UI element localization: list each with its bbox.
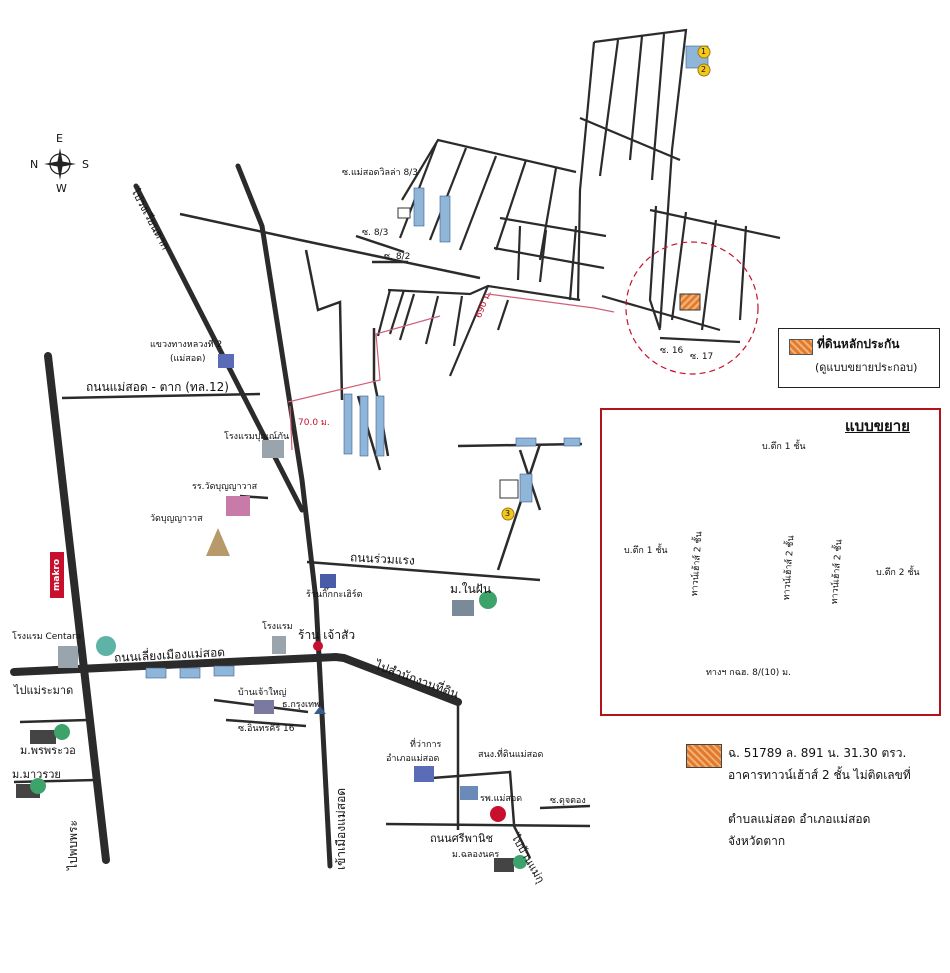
tree-icon	[479, 591, 497, 609]
tree-icon-4	[513, 855, 527, 869]
distance-lines	[287, 293, 615, 451]
label-highway-office-sub: (แม่สอด)	[170, 354, 206, 364]
inset-title: แบบขยาย	[845, 417, 910, 435]
inset-left-label: บ.ตึก 1 ชั้น	[624, 546, 668, 556]
legend-box: ที่ดินหลักประกัน (ดูแบบขยายประกอบ)	[778, 328, 940, 388]
road-bypass	[10, 652, 462, 706]
marker-2: 2	[701, 65, 707, 74]
label-soi-dutong: ซ.ดุจตอง	[550, 796, 586, 806]
label-soi-16: ซ. 16	[660, 346, 684, 356]
label-hotel-centara: โรงแรม Centara	[12, 632, 82, 642]
subject-radius-circle	[625, 241, 759, 375]
label-highway-12: ถนนแม่สอด - ตาก (ทล.12)	[86, 380, 229, 394]
marker-3: 3	[505, 509, 511, 518]
road-into-mae-sot	[235, 163, 333, 869]
deed-location-2: จังหวัดตาก	[728, 834, 786, 848]
village-phrap-icon	[30, 730, 56, 744]
temple-icon	[206, 528, 230, 556]
label-into-mae-sot: เข้าเมืองแม่สอด	[334, 787, 348, 870]
label-village-chalong: ม.ฉลองนคร	[452, 850, 500, 860]
label-soi-17: ซ. 17	[690, 352, 714, 362]
compass-east-label: E	[56, 132, 63, 145]
label-to-mae-ramat: ไปแม่ระมาด	[14, 684, 74, 697]
chasua-pin-icon	[313, 641, 323, 651]
hospital-building-icon	[460, 786, 478, 800]
label-soi-8-2: ซ. 8/2	[384, 252, 411, 262]
deed-line-1: ฉ. 51789 ล. 891 น. 31.30 ตรว.	[728, 746, 907, 760]
label-soi-inthara: ซ.อินทรคีรี 16	[238, 724, 295, 734]
hotel-icon	[272, 636, 286, 654]
label-school: รร.วัดบุญญาวาส	[192, 482, 258, 492]
makro-logo: makro	[50, 552, 64, 598]
legend-see-detail: (ดูแบบขยายประกอบ)	[815, 361, 918, 374]
legend-collateral: ที่ดินหลักประกัน	[817, 337, 900, 351]
label-ban-jaoyai: บ้านเจ้าใหญ่	[238, 688, 287, 698]
label-village-maew: ม.มาวรวย	[12, 768, 61, 781]
major-roads	[10, 163, 462, 869]
inset-access-path: ทางฯ กฉฮ. 8/(10) ม.	[706, 668, 791, 678]
inset-right-label: บ.ตึก 2 ชั้น	[876, 568, 920, 578]
district-office-icon	[414, 766, 434, 782]
shop-icon	[320, 574, 336, 588]
label-soi-villa: ซ.แม่สอดวิลล่า 8/3	[342, 168, 418, 178]
label-temple: วัดบุญญาวาส	[150, 514, 203, 524]
tree-icon-3	[30, 778, 46, 794]
label-shop-ket: ร้านกิ๊กกะเฮิร์ต	[306, 590, 363, 600]
label-village-phrap: ม.พรพระวอ	[20, 744, 76, 757]
tree-icon-2	[54, 724, 70, 740]
collateral-parcel	[679, 293, 701, 311]
numbered-markers	[501, 45, 711, 521]
compass-north-label: N	[30, 158, 39, 171]
legend-swatch	[789, 339, 813, 355]
inset-unit-a: ทาวน์เฮ้าส์ 2 ชั้น	[690, 531, 705, 597]
compass-rose	[44, 148, 76, 180]
label-land-office-branch: สนง.ที่ดินแม่สอด	[478, 750, 544, 760]
label-to-phop-phra: ไปพบพระ	[66, 820, 80, 870]
school-icon	[226, 496, 250, 516]
bank-icon	[314, 706, 326, 714]
label-sriphanit: ถนนศรีพานิช	[430, 832, 494, 845]
compass-west-label: W	[56, 182, 67, 195]
highway-office-icon	[218, 354, 234, 368]
ban-jaoyai-icon	[254, 700, 274, 714]
deed-location-1: ตำบลแม่สอด อำเภอแม่สอด	[728, 812, 871, 826]
label-hospital: รพ.แม่สอด	[480, 794, 523, 804]
compass-south-label: S	[82, 158, 89, 171]
inset-unit-b: ทาวน์เฮ้าส์ 2 ชั้น	[782, 535, 797, 601]
deed-swatch	[686, 744, 722, 768]
centara-icon	[58, 646, 78, 668]
landmark-icons	[16, 207, 527, 872]
label-shop-chasua: ร้าน เจ้าสัว	[298, 628, 356, 642]
deed-line-2: อาคารทาวน์เฮ้าส์ 2 ชั้น ไม่ติดเลขที่	[728, 768, 911, 782]
inset-unit-c: ทาวน์เฮ้าส์ 2 ชั้น	[830, 539, 845, 605]
distance-label-70: 70.0 ม.	[298, 418, 330, 428]
centara-logo-icon	[96, 636, 116, 656]
village-chalong-icon	[494, 858, 514, 872]
marker-1: 1	[701, 47, 707, 56]
label-village-naifon: ม.ในฝัน	[450, 582, 492, 596]
label-district-office-2: อำเภอแม่สอด	[386, 754, 440, 764]
label-bank: ธ.กรุงเทพ	[282, 700, 320, 710]
label-hotel: โรงแรม	[262, 622, 293, 632]
inset-top-label: บ.ตึก 1 ชั้น	[762, 442, 806, 452]
village-naifon-icon	[452, 600, 474, 616]
label-highway-office: แขวงทางหลวงที่ 2	[150, 340, 223, 350]
label-soi-8-3: ซ. 8/3	[362, 228, 389, 238]
subdivision-grid	[376, 28, 781, 377]
inset-detail: แบบขยาย บ.ตึก 1 ชั้น บ.ตึก 1 ชั้น บ.ตึก …	[600, 408, 941, 716]
label-hotel-pulan: โรงแรมปุณณ์ภัน	[224, 432, 290, 442]
road-phop-phra	[44, 352, 110, 864]
label-district-office: ที่ว่าการ	[410, 740, 442, 750]
minor-roads	[13, 212, 591, 859]
house-icon-cluster-2	[397, 207, 411, 219]
hotel-pulan-icon	[262, 440, 284, 458]
hospital-cross-icon	[490, 806, 506, 822]
house-icon-cluster	[499, 479, 519, 499]
